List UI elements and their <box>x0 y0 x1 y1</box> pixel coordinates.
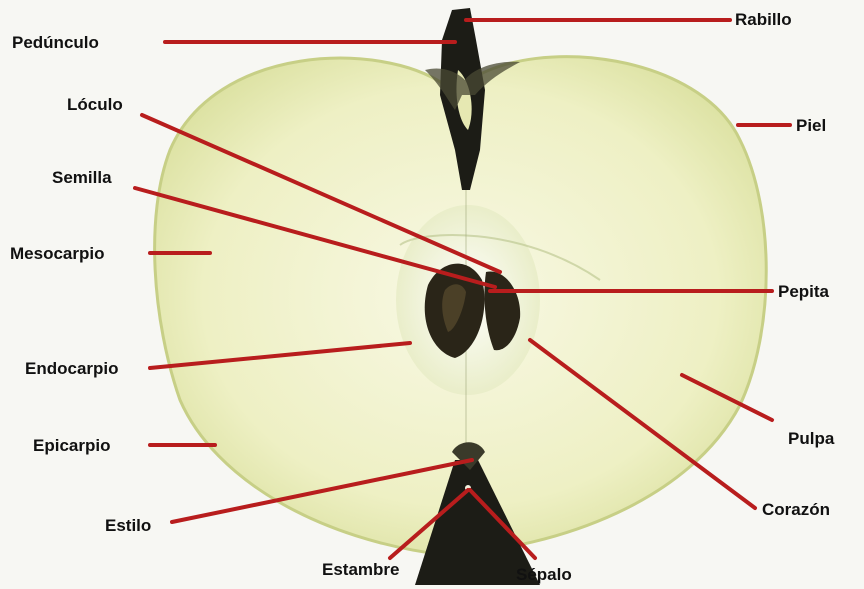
label-pepita: Pepita <box>778 282 830 301</box>
label-epicarpio: Epicarpio <box>33 436 110 455</box>
label-estambre: Estambre <box>322 560 399 579</box>
label-corazon: Corazón <box>762 500 830 519</box>
label-endocarpio: Endocarpio <box>25 359 119 378</box>
label-rabillo: Rabillo <box>735 10 792 29</box>
label-mesocarpio: Mesocarpio <box>10 244 104 263</box>
label-piel: Piel <box>796 116 826 135</box>
label-pulpa: Pulpa <box>788 429 835 448</box>
label-sepalo: Sépalo <box>516 565 572 584</box>
label-semilla: Semilla <box>52 168 112 187</box>
label-estilo: Estilo <box>105 516 151 535</box>
label-loculo: Lóculo <box>67 95 123 114</box>
label-pedunculo: Pedúnculo <box>12 33 99 52</box>
